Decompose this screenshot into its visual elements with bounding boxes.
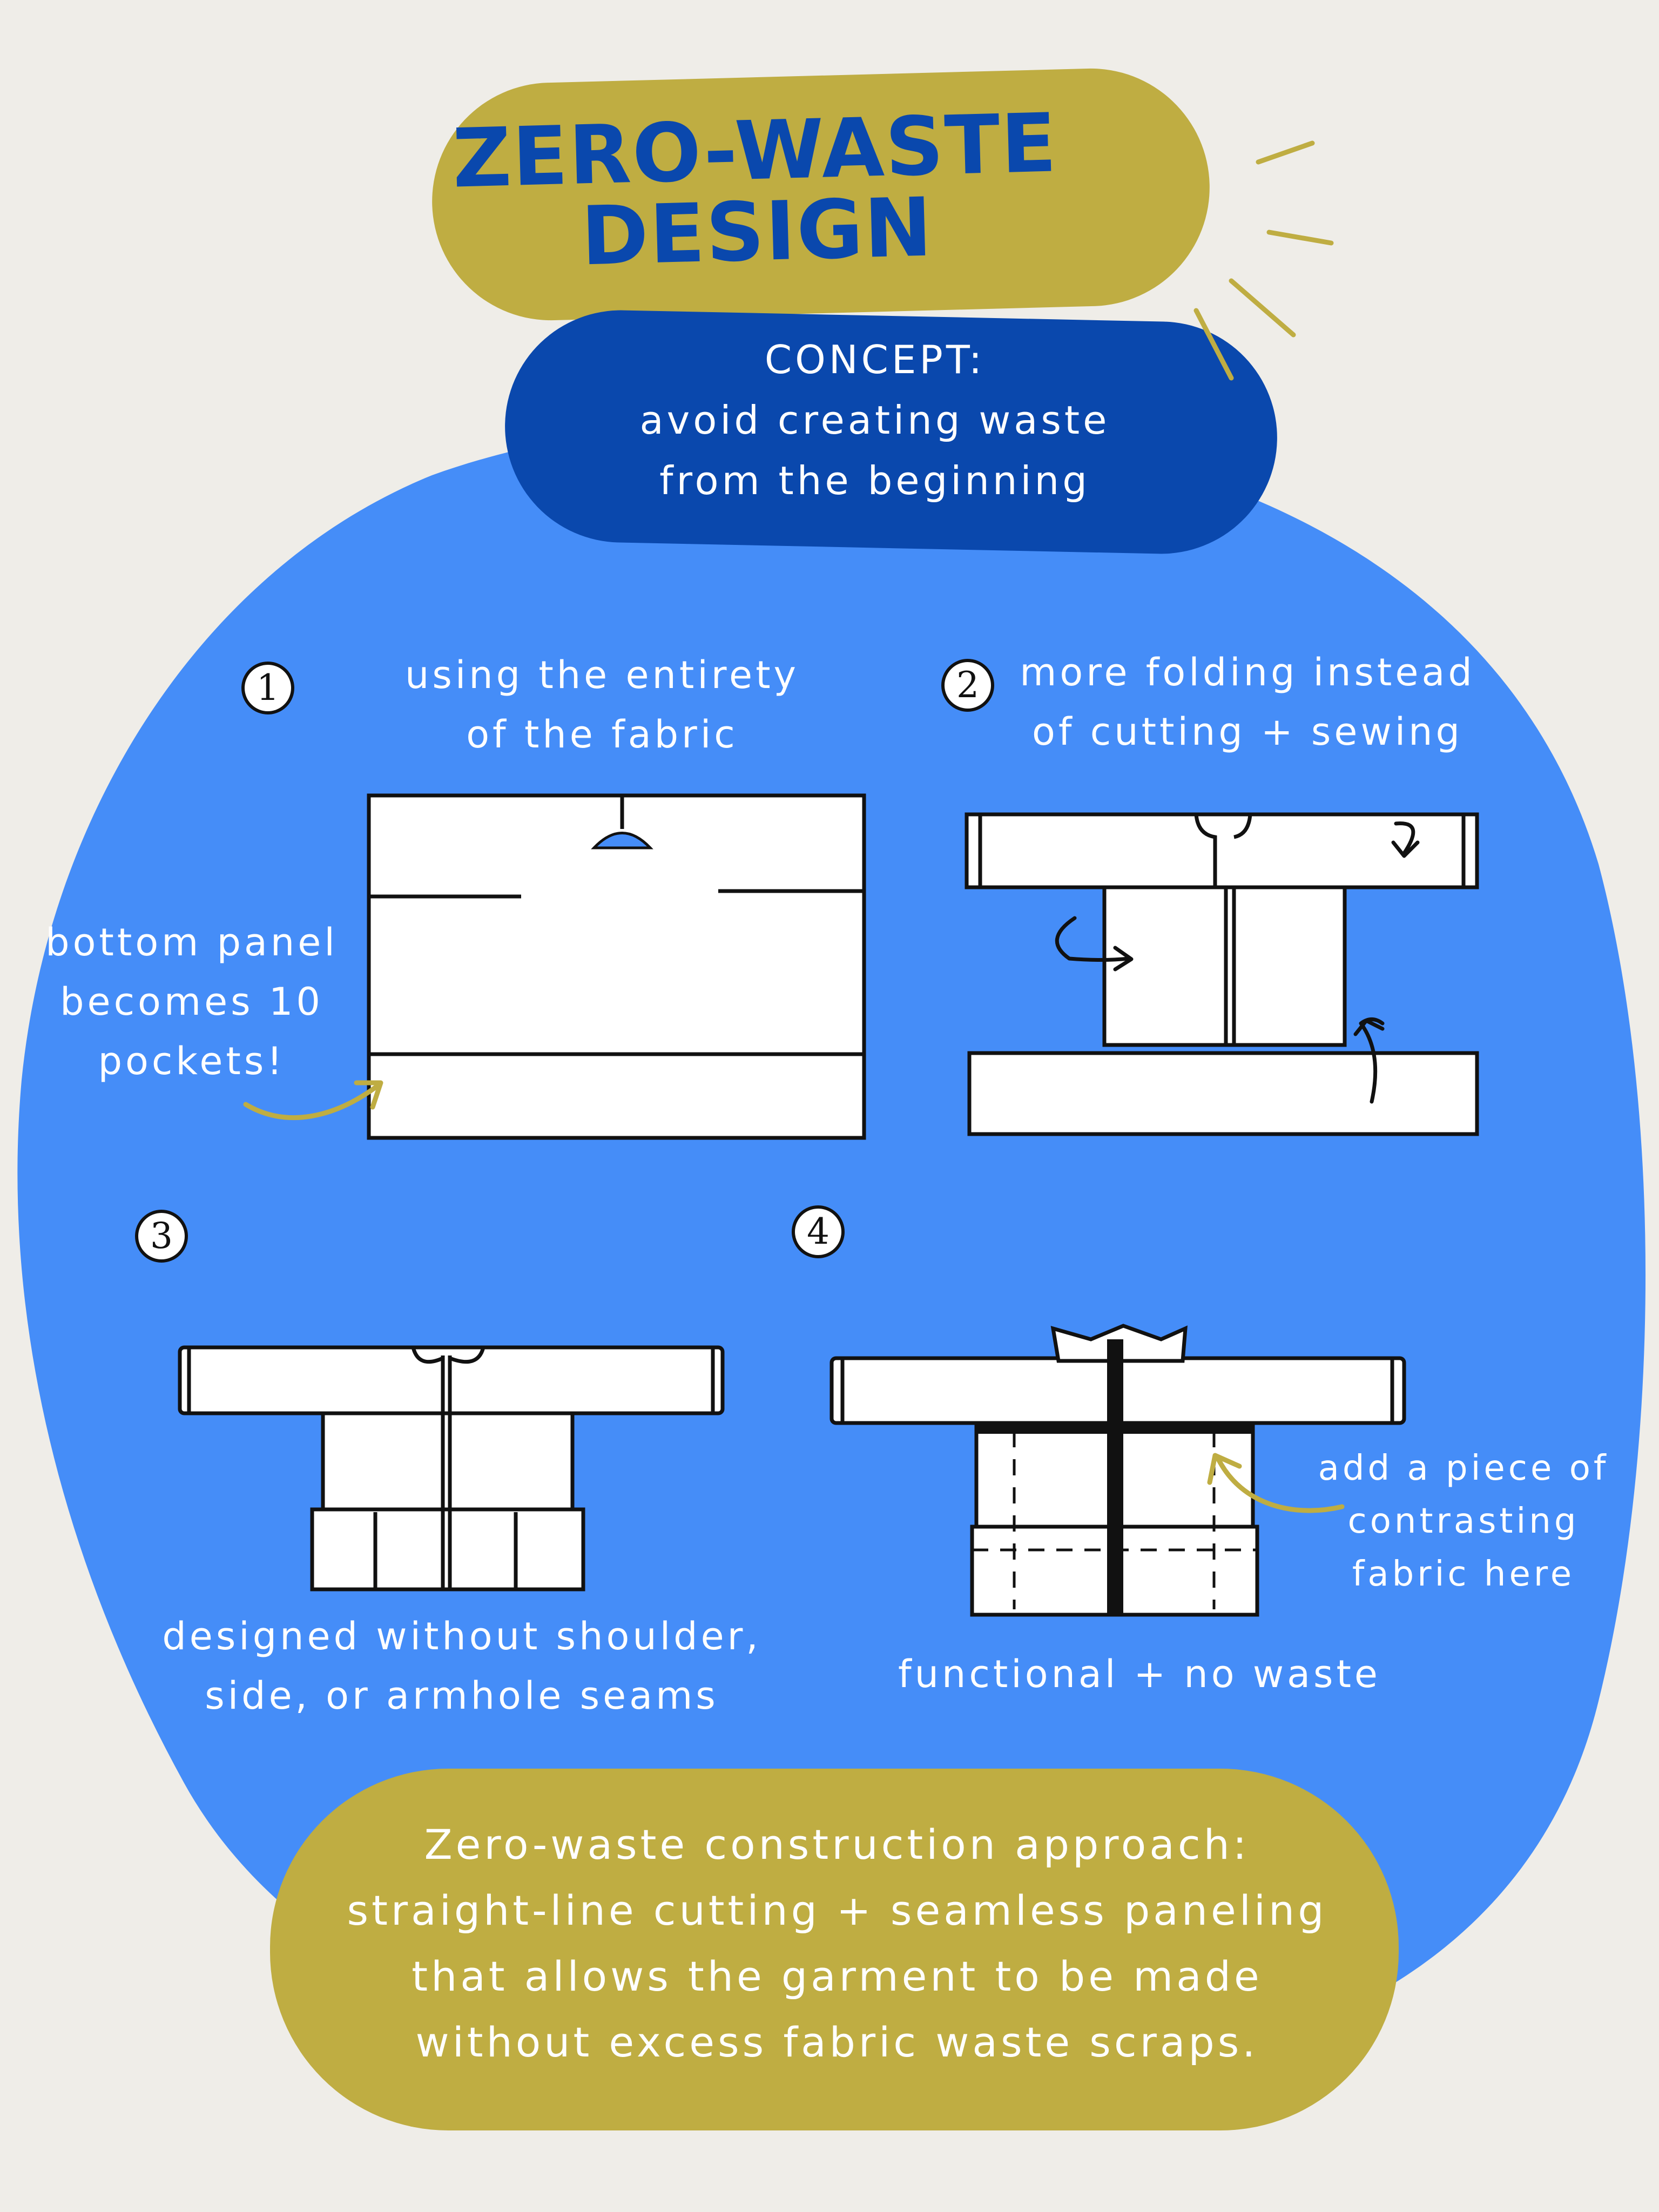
summary-line-3: that allows the garment to be made (412, 1952, 1263, 2000)
folding-diagram (965, 812, 1479, 1136)
summary-line-2: straight-line cutting + seamless panelin… (347, 1886, 1327, 1934)
contrast-annotation: add a piece of contrasting fabric here (1296, 1442, 1631, 1601)
step-3-caption-line-1: designed without shoulder, (162, 1614, 761, 1658)
step-number-4: 4 (792, 1205, 845, 1258)
step-1-caption-line-2: of the fabric (466, 712, 738, 757)
summary-line-4: without excess fabric waste scraps. (415, 2018, 1259, 2066)
concept-line-1: avoid creating waste (639, 397, 1110, 443)
summary-pill (270, 1769, 1399, 2130)
contrast-line-1: add a piece of (1318, 1448, 1609, 1488)
summary-block: Zero-waste construction approach: straig… (302, 1812, 1372, 2075)
step-2-caption-line-2: of cutting + sewing (1032, 710, 1463, 754)
pockets-line-2: becomes 10 (60, 980, 323, 1024)
concept-block: CONCEPT: avoid creating waste from the b… (540, 329, 1210, 511)
step-4-caption-line-1: functional + no waste (898, 1652, 1381, 1696)
step-number-3: 3 (135, 1210, 188, 1263)
title-pill (432, 68, 1210, 321)
step-1-caption-line-1: using the entirety (405, 653, 799, 697)
concept-pill (505, 310, 1277, 554)
concept-label: CONCEPT: (764, 337, 986, 382)
pockets-line-3: pockets! (98, 1039, 286, 1083)
step-1-caption: using the entirety of the fabric (378, 645, 826, 764)
page-title: ZERO-WASTE DESIGN (430, 96, 1082, 284)
contrast-line-3: fabric here (1352, 1554, 1575, 1594)
step-3-caption: designed without shoulder, side, or armh… (146, 1607, 778, 1725)
fabric-diagram (367, 793, 866, 1140)
step-number-2: 2 (941, 659, 994, 712)
concept-line-2: from the beginning (659, 458, 1090, 503)
step-2-caption: more folding instead of cutting + sewing (1004, 643, 1491, 761)
sparkle-lines (1193, 140, 1334, 381)
pockets-line-1: bottom panel (45, 920, 338, 965)
step-3-caption-line-2: side, or armhole seams (205, 1674, 719, 1718)
pockets-arrow (243, 1083, 381, 1120)
contrast-arrow (1215, 1455, 1345, 1513)
step-4-caption: functional + no waste (886, 1644, 1393, 1704)
pockets-annotation: bottom panel becomes 10 pockets! (30, 913, 354, 1091)
jacket-diagram-4 (830, 1324, 1406, 1617)
summary-line-1: Zero-waste construction approach: (424, 1820, 1250, 1869)
step-number-1: 1 (241, 662, 294, 714)
contrast-line-2: contrasting (1347, 1501, 1580, 1541)
jacket-diagram-3 (178, 1345, 725, 1591)
step-2-caption-line-1: more folding instead (1020, 650, 1475, 694)
fold-arrows (1055, 821, 1420, 1104)
